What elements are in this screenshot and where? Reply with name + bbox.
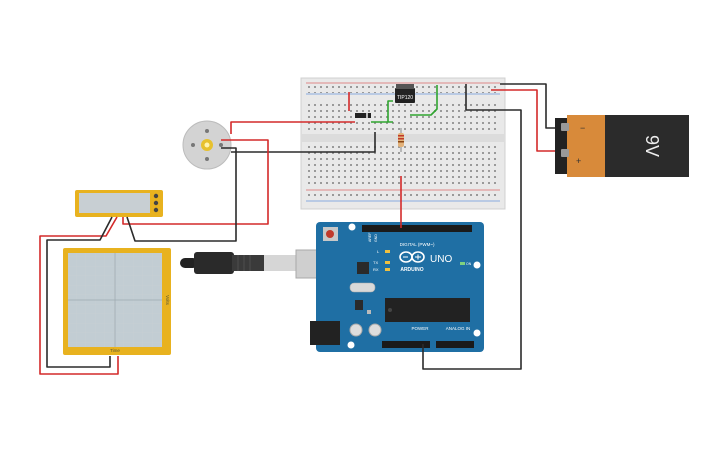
battery-label: 9V (642, 135, 662, 157)
oscilloscope-y-label: Volts (165, 295, 170, 306)
battery-plus: + (576, 156, 581, 166)
wire-motor-ammeter-black[interactable] (126, 147, 237, 242)
arduino-model: UNO (430, 254, 452, 265)
battery-minus: − (580, 123, 585, 133)
led-l-label: L (377, 249, 380, 254)
dc-motor[interactable] (182, 120, 232, 170)
battery-9v[interactable]: − + 9V (555, 115, 689, 177)
diode[interactable] (355, 113, 371, 118)
arduino-logo-icon (399, 251, 425, 263)
oscilloscope-x-label: Time (110, 348, 120, 353)
arduino-brand: ARDUINO (400, 267, 423, 273)
power-header-label: POWER (411, 326, 429, 331)
oscilloscope[interactable]: Time Volts (63, 248, 171, 355)
wire-ammeter-scope-black[interactable] (46, 216, 113, 368)
aref-label: AREF (368, 233, 372, 242)
ammeter[interactable] (75, 190, 163, 217)
resistor[interactable] (398, 128, 404, 152)
tx-label: TX (373, 260, 378, 265)
on-label: ON (466, 262, 472, 266)
gnd-label: GND (374, 234, 378, 242)
digital-header-label: DIGITAL (PWM~) (400, 242, 435, 247)
wires (39, 83, 555, 375)
wire-battery-black[interactable] (500, 83, 555, 129)
wire-motor-ammeter-red[interactable] (122, 139, 269, 225)
wire-motor-black[interactable] (231, 132, 376, 153)
wire-green-2[interactable] (410, 85, 438, 116)
rx-label: RX (373, 267, 379, 272)
wire-ground-return[interactable] (422, 84, 522, 370)
transistor-label: TIP120 (397, 95, 413, 101)
tip120-transistor[interactable]: TIP120 (395, 84, 415, 103)
wire-green-1[interactable] (387, 100, 393, 122)
wire-battery-red[interactable] (491, 89, 555, 152)
analog-header-label: ANALOG IN (446, 326, 471, 331)
arduino-uno[interactable]: DIGITAL (PWM~) AREF GND L TX RX ON ARDUI… (310, 222, 484, 352)
wire-ammeter-scope-red[interactable] (39, 216, 119, 375)
wire-motor-red[interactable] (230, 121, 355, 134)
